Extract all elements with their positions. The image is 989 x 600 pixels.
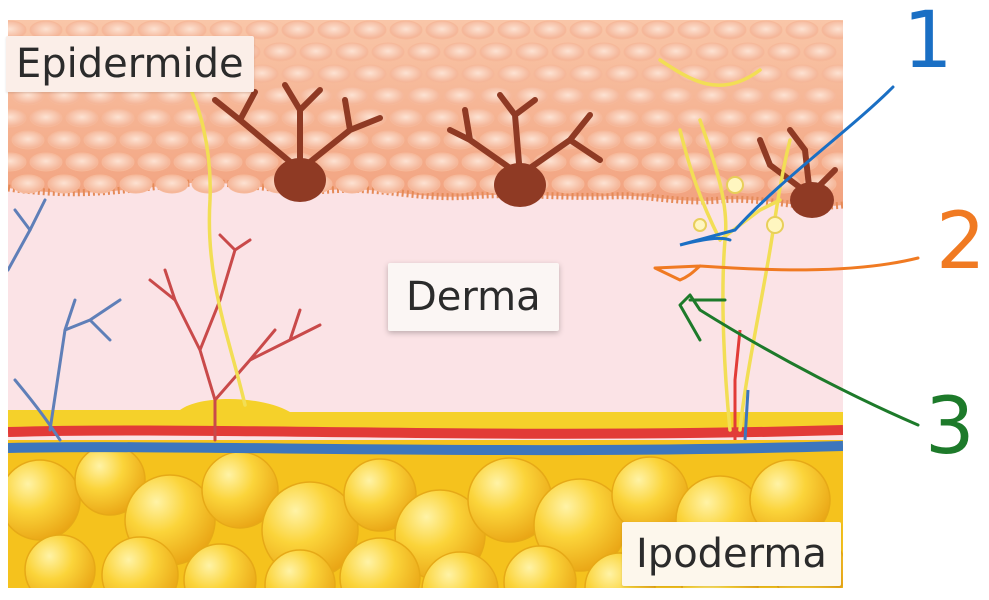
hypodermis-label: Ipoderma xyxy=(622,522,841,586)
artery xyxy=(8,430,843,434)
marker-3: 3 xyxy=(925,388,975,466)
vein xyxy=(8,446,843,450)
marker-1: 1 xyxy=(903,2,953,80)
marker-2: 2 xyxy=(936,203,986,281)
epidermis-label: Epidermide xyxy=(6,36,254,92)
dermis-label: Derma xyxy=(388,263,559,331)
